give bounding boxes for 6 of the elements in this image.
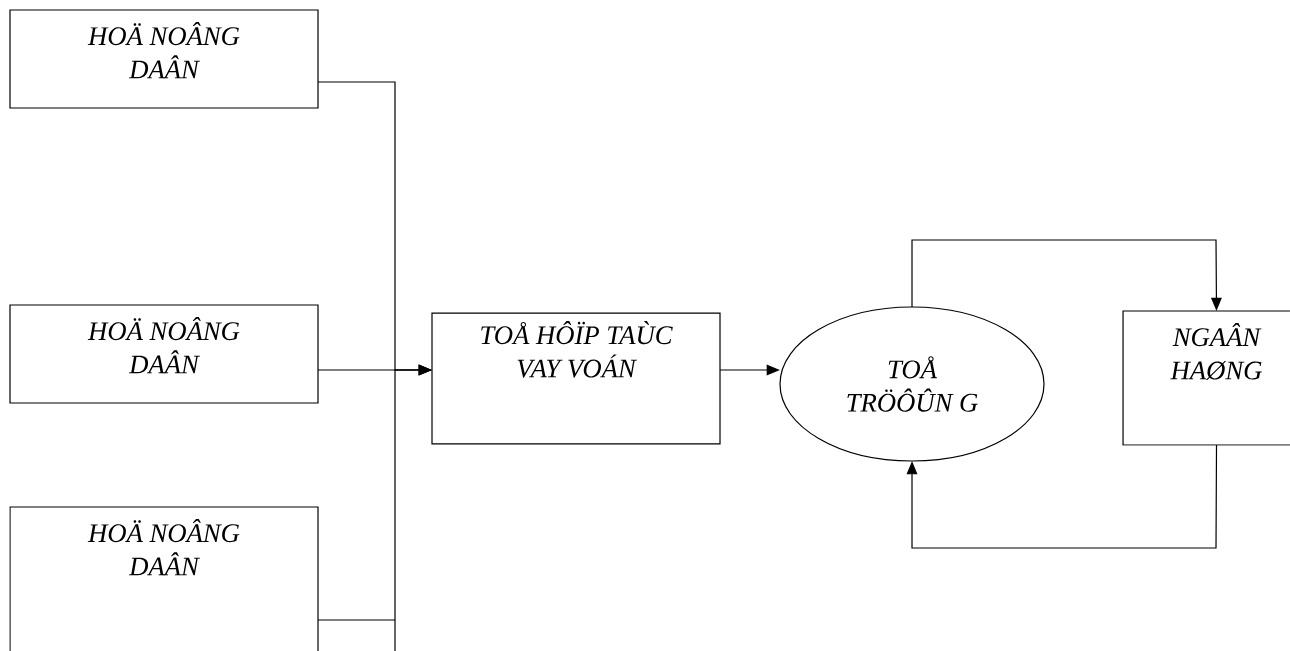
arrow: [906, 444, 1218, 549]
process-box: TOÅ HÔÏP TAÙC VAY VOÁN: [431, 312, 721, 445]
process-box: NGAÂN HAØNG: [1122, 310, 1290, 446]
process-box: HOÄ NOÂNG DAÂN: [9, 9, 319, 109]
process-box: HOÄ NOÂNG DAÂN: [9, 506, 319, 651]
process-box: HOÄ NOÂNG DAÂN: [9, 304, 319, 404]
